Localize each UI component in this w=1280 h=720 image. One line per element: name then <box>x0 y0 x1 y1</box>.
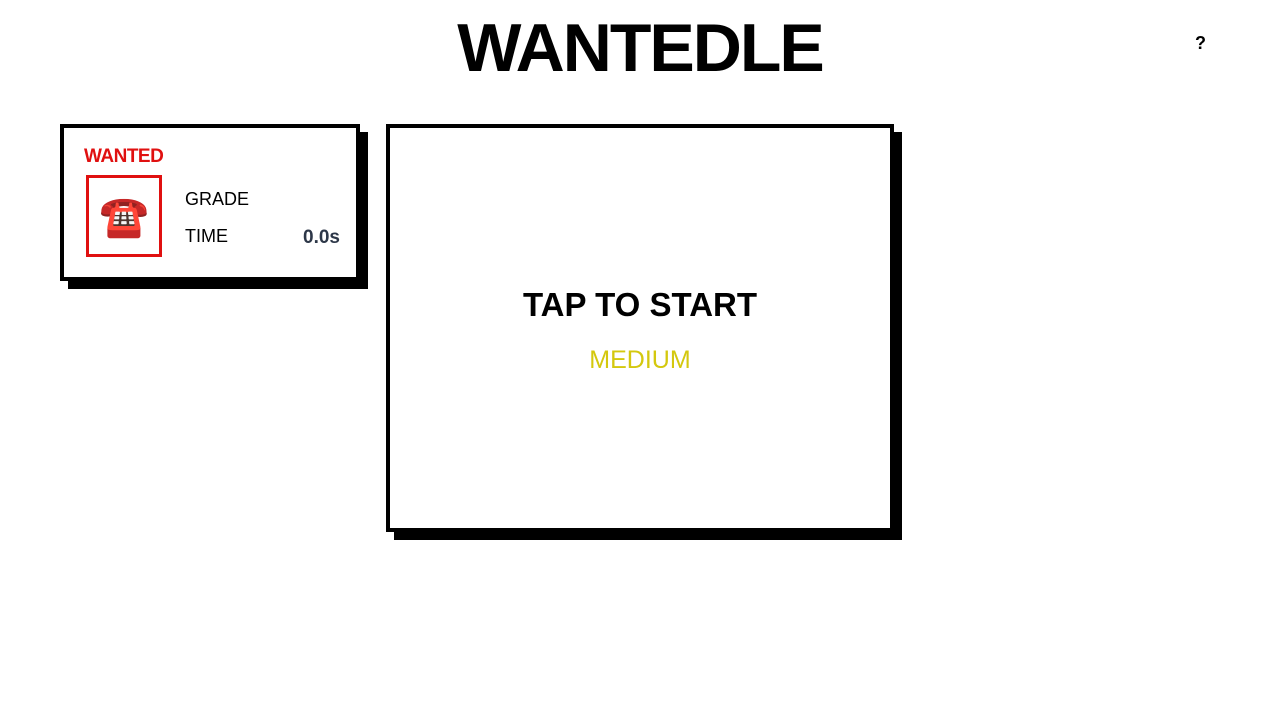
help-button[interactable]: ? <box>1195 33 1206 53</box>
time-value: 0.0s <box>303 227 340 248</box>
telephone-icon: ☎️ <box>99 194 149 239</box>
wanted-portrait: ☎️ <box>86 175 162 257</box>
wanted-card: WANTED ☎️ GRADE TIME 0.0s <box>60 124 360 281</box>
grade-label: GRADE <box>185 189 250 209</box>
tap-to-start-prompt[interactable]: TAP TO START <box>522 286 758 323</box>
wanted-heading: WANTED <box>84 146 164 167</box>
time-label: TIME <box>185 226 228 246</box>
game-board[interactable]: TAP TO START MEDIUM <box>386 124 894 532</box>
page-title: WANTEDLE <box>457 10 825 86</box>
difficulty-label: MEDIUM <box>589 346 691 374</box>
